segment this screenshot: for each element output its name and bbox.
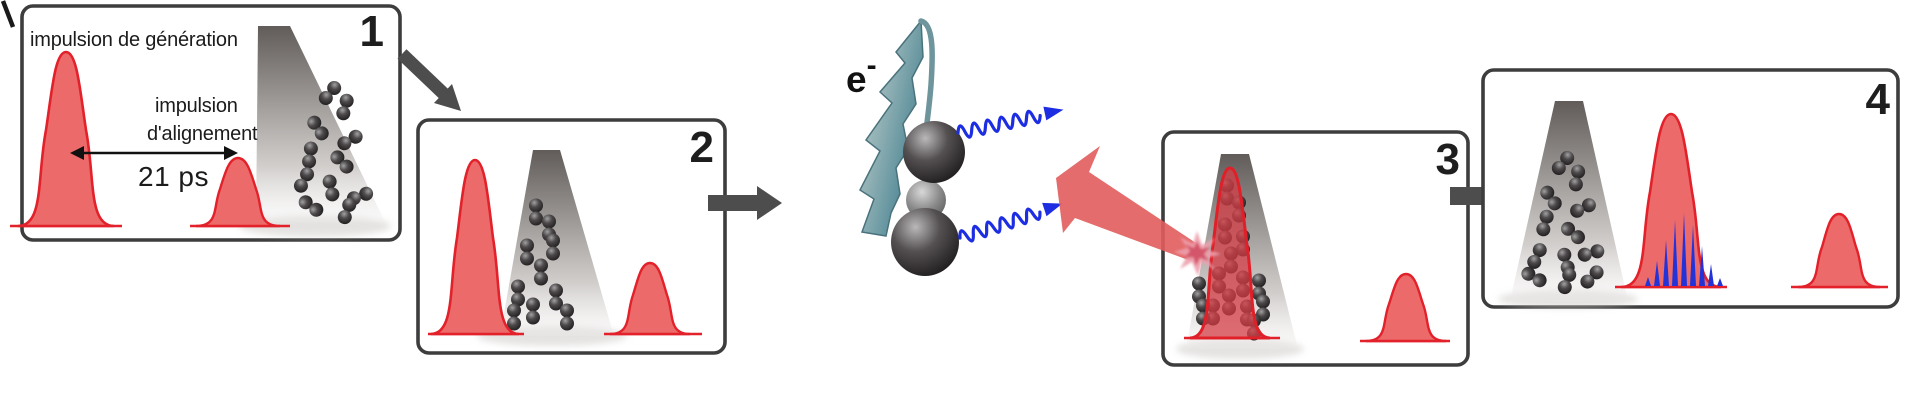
generation-pulse [17, 50, 115, 228]
alignment-pulse-label-line1: impulsion [155, 95, 238, 117]
electron-spiral-icon [859, 19, 924, 237]
alignment-pulse [195, 156, 281, 228]
panel-step-2: 2 [416, 118, 727, 355]
step-number-2: 2 [690, 123, 714, 172]
diatomic-molecule-icon [891, 208, 959, 276]
delay-arrow-icon [70, 146, 238, 160]
recollision-arrow-icon [1056, 146, 1199, 261]
step-number-1: 1 [360, 7, 384, 56]
step-arrow-2-3 [708, 186, 782, 220]
panel-step-3: 3 [1161, 130, 1470, 367]
generation-pulse [430, 158, 520, 336]
diatomic-molecule-icon [903, 121, 965, 183]
generation-pulse-in-beam [1189, 166, 1271, 340]
electron-spiral-stem [918, 18, 935, 136]
step-number-4: 4 [1866, 75, 1891, 124]
alignment-pulse [1365, 272, 1447, 343]
recollision-scene: e- [846, 18, 1067, 276]
step-arrow-1-2 [397, 49, 461, 111]
alignment-pulse-label-line2: d'alignement [147, 123, 258, 145]
electron-label: e- [846, 49, 877, 100]
alignment-pulse [609, 261, 691, 336]
photon-wave-arrow-icon [955, 195, 1067, 246]
panel-step-1: impulsion de génération impulsion d'alig… [10, 4, 402, 242]
generation-pulse [1620, 112, 1722, 289]
delay-label: 21 ps [138, 161, 209, 192]
step-number-3: 3 [1436, 135, 1460, 184]
generation-pulse-label: impulsion de génération [30, 29, 238, 51]
ionization-burst-icon [1174, 231, 1221, 276]
panel-step-4: 4 [1481, 68, 1900, 309]
photon-wave-arrow-icon [954, 101, 1067, 141]
corner-crop-mark [0, 0, 16, 28]
harmonic-comb-icon [1645, 213, 1723, 286]
alignment-pulse [1797, 212, 1881, 289]
